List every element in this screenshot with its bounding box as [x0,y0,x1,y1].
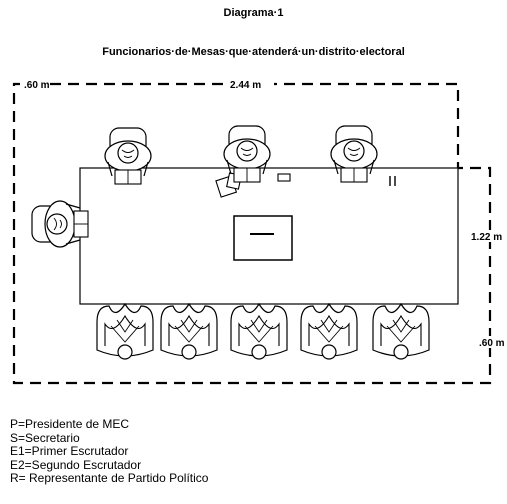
official-seat [31,200,89,248]
legend-item: E1=Primer Escrutador [10,444,129,458]
party-representative-seat [160,303,218,360]
measure-table-width: 1.22 m [471,232,502,243]
party-representative-seat [96,303,154,360]
party-representative-seat [230,303,288,360]
official-seat [104,127,152,185]
legend: P=Presidente de MEC S=Secretario E1=Prim… [10,417,209,486]
diagram-title: Diagrama·1 [223,7,284,19]
measure-bottom-margin: .60 m [479,338,505,349]
official-seat [330,125,378,183]
party-representative-seat [372,303,430,360]
measure-left-margin: .60 m [24,80,50,91]
legend-item: S=Secretario [10,430,80,445]
legend-item: E2=Segundo Escrutador [10,457,142,472]
measure-table-length: 2.44 m [230,80,261,91]
party-representative-seat [300,303,358,360]
diagram-subtitle: Funcionarios·de·Mesas·que·atenderá·un·di… [102,46,405,58]
pen-icon [389,176,396,186]
legend-item: P=Presidente de MEC [10,417,130,431]
outer-boundary [12,82,492,385]
official-seat [223,125,271,183]
legend-item: R= Representante de Partido Político [10,471,209,485]
document [277,173,291,182]
ballot-box [233,215,293,261]
